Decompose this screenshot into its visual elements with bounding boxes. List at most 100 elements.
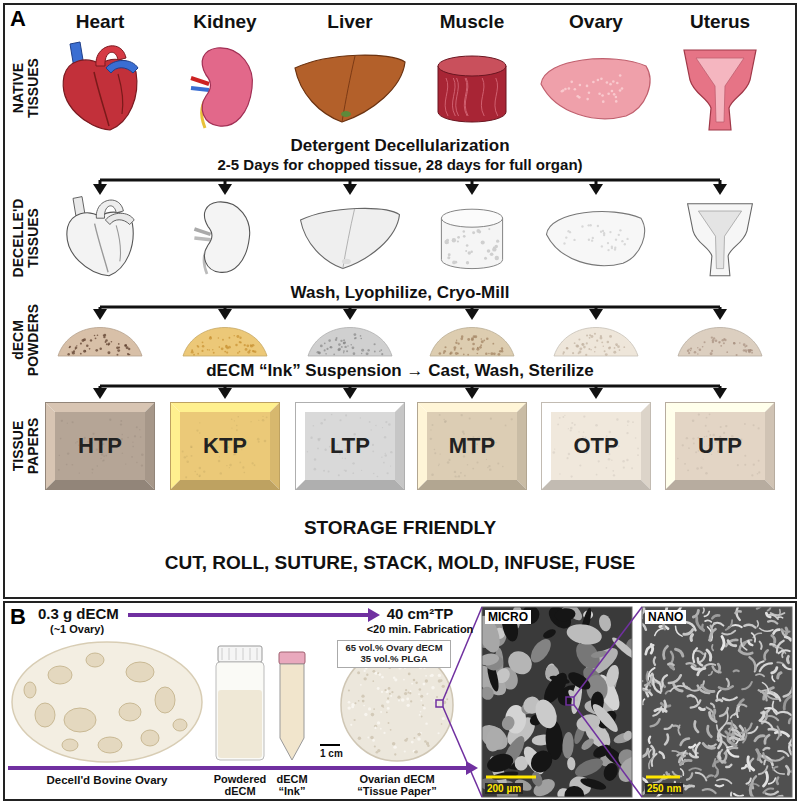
dECM-powder: [308, 328, 392, 357]
powder-speck: [615, 343, 618, 346]
paper-texture: [472, 468, 474, 470]
paper-texture: [381, 457, 382, 458]
powder-speck: [613, 351, 616, 354]
sem-fiber: [730, 721, 733, 730]
paper-texture: [632, 421, 634, 423]
paper-texture: [231, 419, 232, 420]
powder-speck: [111, 341, 113, 343]
paper-texture: [120, 423, 122, 425]
powder-speck: [210, 336, 212, 338]
paper-texture: [753, 464, 755, 466]
sem-fiber: [783, 665, 792, 669]
powder-speck: [225, 345, 227, 347]
powder-speck: [588, 348, 590, 350]
label-holder: dECM “Ink”: [276, 773, 307, 797]
uterus-cavity: [698, 211, 741, 269]
paper-texture: [404, 692, 407, 695]
powder-speck: [702, 346, 704, 348]
arrowhead: [589, 309, 603, 320]
powder-speck: [733, 342, 735, 344]
sem-fiber: [759, 690, 767, 700]
sem-fiber: [775, 732, 788, 736]
paper-texture: [394, 753, 396, 755]
powder-speck: [361, 349, 364, 352]
follicle-dot: [626, 238, 628, 240]
tile-face: [551, 412, 641, 480]
follicle-hole: [48, 666, 72, 684]
powder-speck: [343, 352, 344, 353]
paper-texture: [426, 693, 428, 695]
paper-texture: [677, 458, 679, 460]
paper-texture: [574, 424, 576, 426]
tile-face: [180, 412, 270, 480]
powder-speck: [751, 350, 752, 351]
powder-speck: [202, 345, 204, 347]
paper-texture: [375, 425, 376, 426]
paper-texture: [627, 420, 630, 423]
bevel-edge: [295, 402, 305, 490]
paper-texture: [368, 707, 371, 710]
sem-fiber: [665, 734, 668, 744]
powder-speck: [576, 345, 579, 348]
paper-texture: [313, 425, 315, 427]
tube-cap: [279, 652, 305, 664]
powder-speck: [439, 352, 442, 355]
tile-label: LTP: [330, 433, 370, 459]
paper-texture: [423, 707, 426, 710]
paper-texture: [570, 429, 572, 431]
paper-texture: [373, 708, 375, 710]
sem-blob: [579, 736, 595, 752]
jar-powder: [218, 690, 262, 758]
jar-cap: [218, 646, 262, 662]
sem-fiber: [737, 608, 740, 620]
powder-speck: [455, 352, 458, 355]
paper-texture: [725, 425, 727, 427]
powder-speck: [245, 348, 248, 351]
cap-ridge: [229, 648, 230, 660]
coronary-line: [94, 72, 109, 126]
powder-speck: [127, 353, 129, 355]
paper-texture: [362, 700, 365, 703]
paper-texture: [758, 460, 760, 462]
paper-texture: [376, 751, 379, 754]
tissue-paper-tile: OTP: [541, 402, 651, 490]
paper-texture: [438, 674, 441, 677]
paper-texture: [360, 417, 361, 418]
paper-texture: [354, 702, 356, 704]
powder-speck: [493, 352, 496, 355]
powder-speck: [343, 339, 345, 341]
scale-bar: [320, 744, 340, 746]
sem-fiber: [750, 657, 756, 670]
follicle-dot: [621, 240, 623, 242]
paper-texture: [218, 460, 220, 462]
powder-speck: [481, 338, 483, 340]
native-tissue: [63, 42, 138, 130]
sem-fiber: [723, 697, 737, 700]
powder-speck: [586, 342, 588, 344]
paper-texture: [757, 473, 758, 474]
powder-speck: [566, 347, 569, 350]
paper-texture: [477, 462, 479, 464]
paper-texture: [338, 474, 340, 476]
follicle-dot: [586, 85, 589, 88]
paper-texture: [709, 413, 711, 415]
powder-mound: [678, 328, 762, 357]
powder-speck: [501, 347, 503, 349]
paper-texture: [391, 691, 393, 693]
ovary-body: [541, 59, 650, 119]
paper-texture: [254, 464, 256, 466]
paper-texture: [383, 462, 385, 464]
porous-speck: [446, 239, 449, 242]
powder-speck: [346, 350, 348, 352]
sem-fiber: [750, 784, 754, 797]
powder-speck: [483, 340, 485, 342]
tissue-paper-tile: KTP: [170, 402, 280, 490]
paper-texture: [109, 419, 111, 421]
sem-fiber: [687, 686, 698, 690]
follicle-dot: [611, 247, 613, 249]
paper-texture: [390, 465, 391, 466]
paper-texture: [387, 697, 389, 699]
paper-texture: [345, 470, 347, 472]
paper-texture: [97, 465, 98, 466]
paper-texture: [423, 683, 426, 686]
